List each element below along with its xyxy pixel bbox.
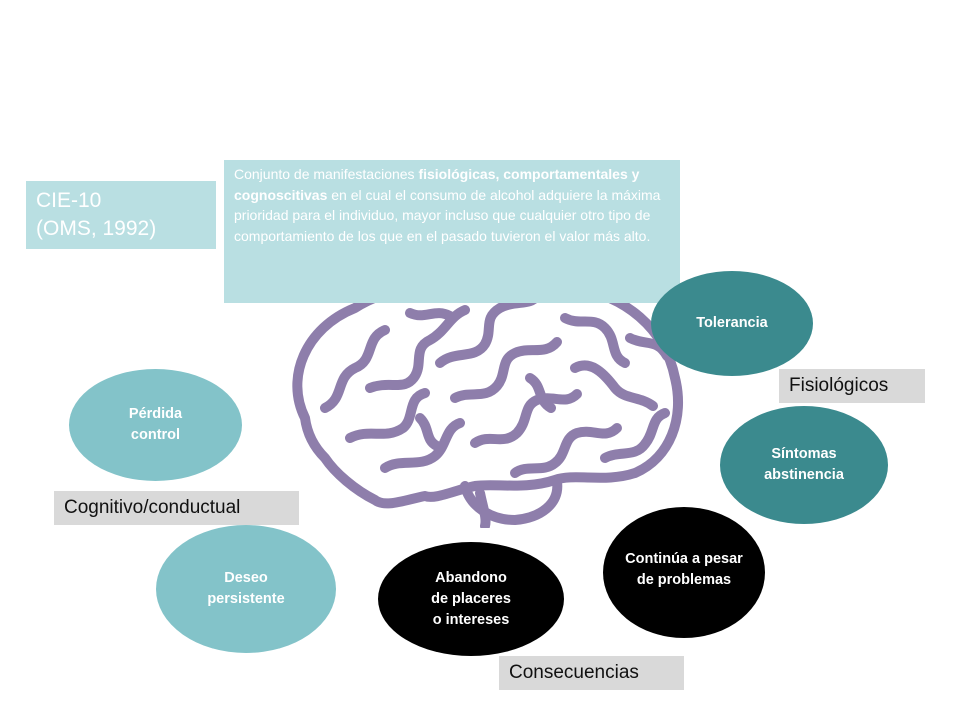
category-fisiologicos: Fisiológicos bbox=[779, 369, 925, 403]
criterion-text: Abandono bbox=[435, 569, 507, 586]
criterion-abandono-placeres: Abandono de placeres o intereses bbox=[378, 542, 564, 656]
criterion-text: Continúa a pesar bbox=[625, 550, 743, 567]
criterion-deseo-persistente: Deseo persistente bbox=[156, 525, 336, 653]
criterion-continua-pesar: Continúa a pesar de problemas bbox=[603, 507, 765, 638]
definition-text-end: en el cual el consumo de alcohol adquier… bbox=[234, 186, 661, 244]
criterion-text: control bbox=[130, 427, 181, 443]
source-line-1: CIE-10 bbox=[36, 189, 102, 212]
category-consecuencias: Consecuencias bbox=[499, 656, 684, 690]
definition-text-bold: fisiológicas, comportamentales y cognosc… bbox=[234, 166, 640, 203]
criterion-sintomas-abstinencia: Síntomas abstinencia bbox=[720, 406, 888, 524]
criterion-text: Pérdida bbox=[128, 406, 183, 422]
criterion-text: abstinencia bbox=[764, 467, 844, 483]
definition-text-start: Conjunto de manifestaciones bbox=[234, 166, 419, 182]
brain-icon bbox=[292, 273, 683, 528]
criterion-text: o intereses bbox=[432, 611, 510, 628]
criterion-text: de problemas bbox=[636, 571, 732, 588]
criterion-text: Síntomas bbox=[771, 446, 837, 462]
category-cognitivo-conductual: Cognitivo/conductual bbox=[54, 491, 299, 525]
criterion-perdida-control: Pérdida control bbox=[69, 369, 242, 481]
criterion-text: Tolerancia bbox=[696, 315, 768, 331]
source-citation-box: CIE-10 (OMS, 1992) bbox=[26, 181, 216, 249]
criterion-text: persistente bbox=[207, 591, 285, 607]
definition-box: Conjunto de manifestaciones fisiológicas… bbox=[224, 160, 680, 303]
criterion-text: de placeres bbox=[431, 590, 511, 607]
source-line-2: (OMS, 1992) bbox=[36, 217, 157, 240]
criterion-tolerancia: Tolerancia bbox=[651, 271, 813, 376]
criterion-text: Deseo bbox=[224, 570, 268, 586]
